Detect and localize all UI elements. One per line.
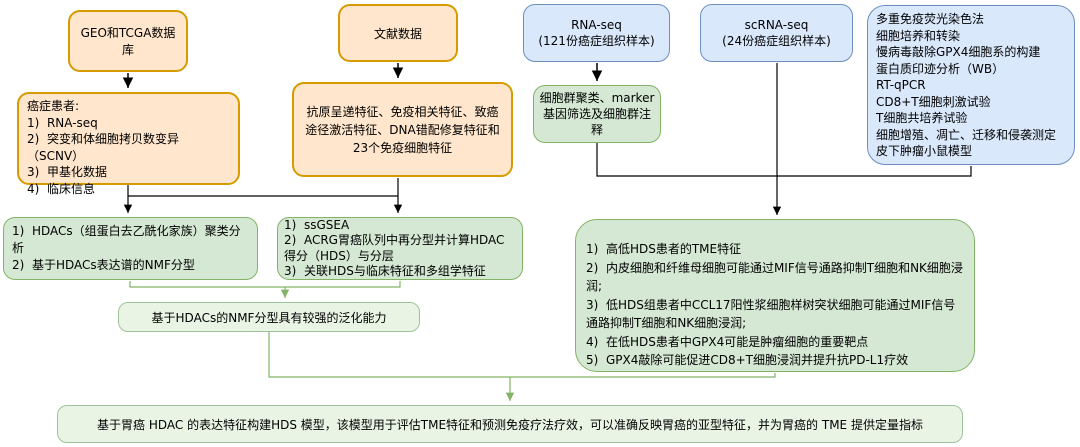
box-hds-findings: 1) 高低HDS患者的TME特征 2) 内皮细胞和纤维母细胞可能通过MIF信号通… [575, 219, 975, 372]
box-sc-rna-seq: scRNA-seq (24份癌症组织样本) [700, 4, 853, 62]
box-nmf-generalization: 基于HDACs的NMF分型具有较强的泛化能力 [118, 302, 420, 332]
box-ssgsea-analysis: 1) ssGSEA 2) ACRG胃癌队列中再分型并计算HDAC得分（HDS）与… [277, 217, 523, 280]
box-rna-seq: RNA-seq (121份癌症组织样本) [523, 4, 670, 62]
box-cell-clustering: 细胞群聚类、marker基因筛选及细胞群注释 [533, 85, 661, 143]
box-literature-data: 文献数据 [338, 4, 458, 62]
box-cancer-patients: 癌症患者: 1) RNA-seq 2) 突变和体细胞拷贝数变异（SCNV） 3)… [17, 92, 240, 196]
connector-green-merge-bar [129, 281, 401, 288]
box-immune-signatures: 抗原呈递特征、免疫相关特征、致癌途径激活特征、DNA错配修复特征和23个免疫细胞… [292, 82, 513, 177]
box-conclusion: 基于胃癌 HDAC 的表达特征构建HDS 模型，该模型用于评估TME特征和预测免… [57, 405, 963, 443]
box-hdacs-analysis: 1) HDACs（组蛋白去乙酰化家族）聚类分析 2) 基于HDACs表达谱的NM… [3, 217, 258, 280]
box-experimental-methods: 多重免疫荧光染色法 细胞培养和转染 慢病毒敲除GPX4细胞系的构建 蛋白质印迹分… [867, 5, 1075, 165]
box-geo-tcga-database: GEO和TCGA数据库 [68, 10, 188, 72]
